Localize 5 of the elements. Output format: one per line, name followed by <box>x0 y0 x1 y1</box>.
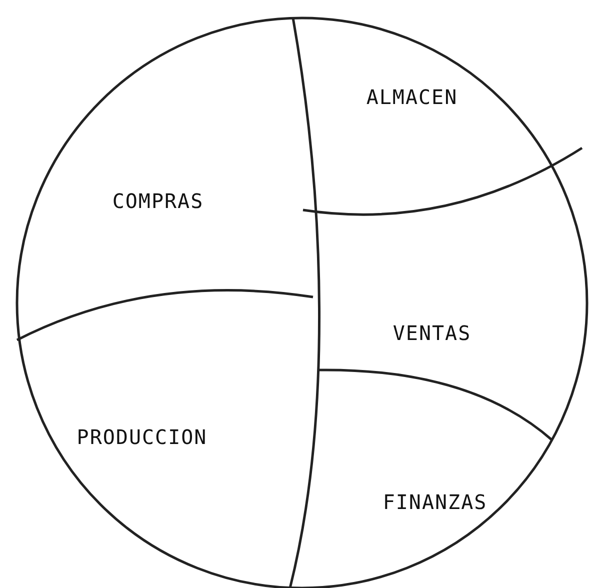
region-label: FINANZAS <box>382 490 488 514</box>
region-label: ALMACEN <box>366 85 458 109</box>
region-label: VENTAS <box>392 321 472 345</box>
region-label: COMPRAS <box>112 189 204 213</box>
region-label: PRODUCCION <box>76 425 208 449</box>
